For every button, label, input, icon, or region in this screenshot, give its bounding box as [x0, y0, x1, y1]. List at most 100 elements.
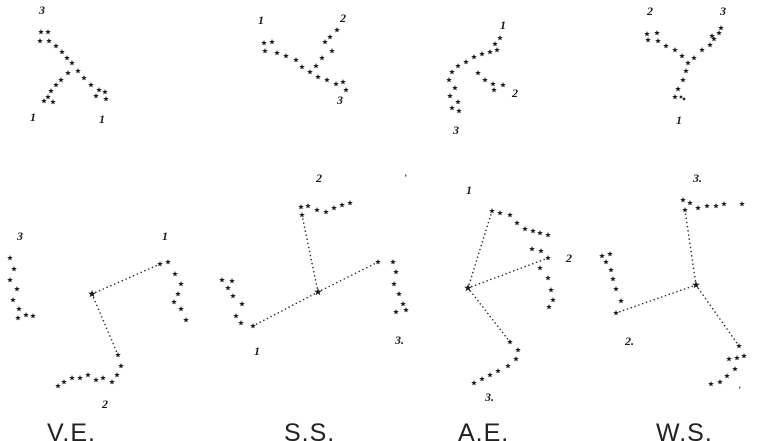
constellation-label: 1: [676, 113, 682, 127]
star: [96, 87, 102, 92]
dotted-line-dot: [505, 273, 507, 275]
star: [230, 293, 236, 298]
dotted-line-dot: [733, 338, 735, 340]
dotted-line-dot: [513, 270, 515, 272]
dotted-line-dot: [111, 339, 113, 341]
star: [178, 281, 184, 286]
star: [314, 207, 320, 212]
star: [299, 212, 305, 217]
star: [610, 276, 616, 281]
star: [45, 29, 51, 34]
dotted-line-dot: [688, 238, 690, 240]
dotted-line-dot: [480, 245, 482, 247]
star: [732, 366, 738, 371]
constellation-label: 3: [336, 93, 343, 107]
star: [88, 82, 94, 87]
star: [334, 27, 340, 32]
dotted-line-dot: [103, 288, 105, 290]
dotted-line-dot: [490, 214, 492, 216]
dotted-line-dot: [311, 263, 313, 265]
star: [183, 317, 189, 322]
constellation-label: 1: [162, 229, 168, 243]
star: [53, 82, 59, 87]
dotted-line-dot: [106, 328, 108, 330]
dotted-line-dot: [642, 303, 644, 305]
star: [699, 47, 705, 52]
star: [7, 277, 13, 282]
star: [313, 63, 319, 68]
dotted-line-dot: [536, 261, 538, 263]
dotted-lines: [252, 214, 379, 327]
star: [37, 38, 43, 43]
dotted-line-dot: [292, 304, 294, 306]
dotted-line-dot: [475, 284, 477, 286]
star: [537, 230, 543, 235]
dotted-line-dot: [93, 297, 95, 299]
star: [613, 310, 619, 315]
star: [390, 259, 396, 264]
star: [545, 255, 551, 260]
dotted-line-dot: [340, 280, 342, 282]
dotted-line-dot: [540, 260, 542, 262]
constellation-label: 2: [565, 251, 572, 265]
star: [726, 356, 732, 361]
dotted-line-dot: [479, 249, 481, 251]
constellation-label: 1: [466, 183, 472, 197]
constellation-label: 1: [254, 344, 260, 358]
dotted-line-dot: [492, 319, 494, 321]
constellation-label: 2: [646, 4, 653, 18]
star: [283, 53, 289, 58]
star: [15, 315, 21, 320]
dotted-line-dot: [507, 338, 509, 340]
dotted-line-dot: [103, 320, 105, 322]
dotted-line-dot: [634, 306, 636, 308]
dotted-line-dot: [692, 263, 694, 265]
dotted-line-dot: [482, 241, 484, 243]
constellation-label: 2.: [624, 334, 634, 348]
star: [456, 108, 462, 113]
star: [114, 372, 120, 377]
dotted-line-dot: [494, 277, 496, 279]
star: [683, 68, 689, 73]
dotted-line-dot: [488, 222, 490, 224]
dotted-line-dot: [259, 321, 261, 323]
constellation-label: 3.: [692, 171, 702, 185]
star: [314, 288, 322, 295]
dotted-line-dot: [489, 218, 491, 220]
star: [734, 355, 740, 360]
dotted-line-dot: [314, 293, 316, 295]
star: [613, 286, 619, 291]
dotted-line-dot: [487, 313, 489, 315]
star: [53, 43, 59, 48]
dotted-line-dot: [707, 301, 709, 303]
star: [550, 297, 556, 302]
star: [339, 202, 345, 207]
dotted-line-dot: [714, 311, 716, 313]
dotted-line-dot: [316, 287, 318, 289]
dotted-line-dot: [121, 280, 123, 282]
dotted-line-dot: [307, 243, 309, 245]
dotted-line-dot: [680, 290, 682, 292]
dotted-line-dot: [630, 307, 632, 309]
constellation-label: 2: [339, 11, 346, 25]
star: [239, 301, 245, 306]
dotted-lines: [615, 209, 740, 347]
stray-mark: ʼ: [404, 173, 407, 182]
star: [64, 55, 70, 60]
star: [315, 74, 321, 79]
dotted-lines: [91, 263, 161, 356]
constellation-label: 1: [30, 110, 36, 124]
star: [505, 363, 511, 368]
star: [672, 47, 678, 52]
star: [333, 81, 339, 86]
dotted-line-dot: [627, 308, 629, 310]
star: [687, 200, 693, 205]
star: [38, 29, 44, 34]
dotted-line-dot: [114, 347, 116, 349]
dotted-line-dot: [619, 311, 621, 313]
constellation-label: 1: [258, 13, 264, 27]
dotted-line-dot: [148, 268, 150, 270]
dotted-line-dot: [96, 305, 98, 307]
star: [58, 77, 64, 82]
star-group: [464, 208, 556, 385]
